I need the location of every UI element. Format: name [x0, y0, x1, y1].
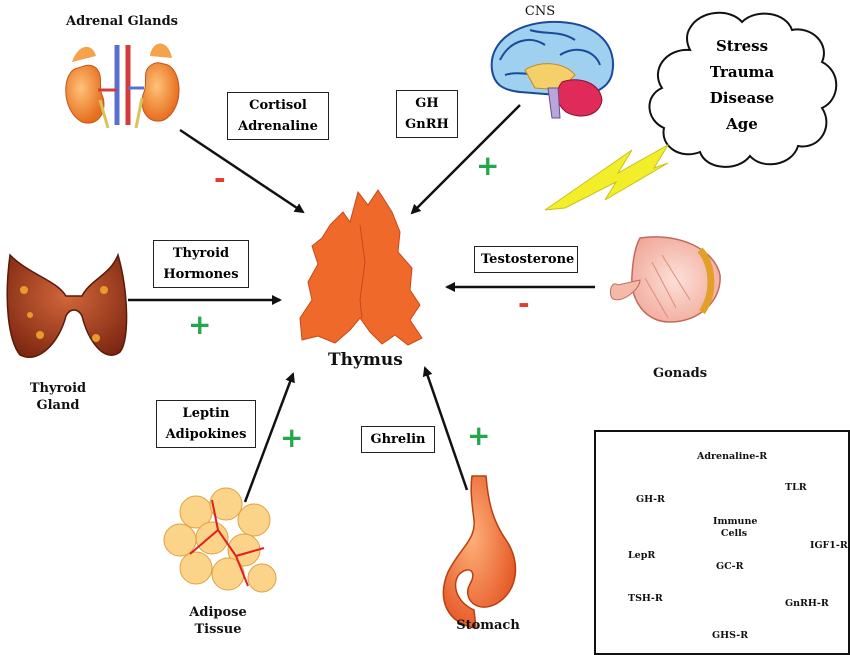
effect-adipose: +: [280, 421, 304, 454]
immune-cells-label-line2: Cells: [720, 528, 748, 539]
hormone-box-stomach: Ghrelin: [361, 426, 435, 453]
hormone-adrenaline: Adrenaline: [238, 119, 318, 134]
hormone-box-thyroid: Thyroid Hormones: [153, 240, 249, 288]
adipose-tissue-label-line1: Adipose: [189, 605, 247, 620]
thymus-label: Thymus: [328, 350, 403, 370]
gnrh-receptor-label: GnRH-R: [785, 598, 829, 609]
adipose-tissue-label-line2: Tissue: [194, 622, 242, 637]
arrow-adipose: [243, 372, 295, 503]
effect-adrenal: -: [214, 162, 226, 195]
effect-gonads: -: [518, 287, 530, 320]
igf1-receptor-label: IGF1-R: [810, 540, 848, 551]
arrow-adrenal: [179, 128, 305, 214]
thyroid-gland-label-line2: Gland: [36, 398, 80, 413]
tsh-receptor-label: TSH-R: [628, 593, 663, 604]
stress-cloud-shape: [648, 11, 838, 168]
gonads-image: [609, 236, 721, 323]
gonads-label: Gonads: [652, 366, 708, 381]
stressor-trauma: Trauma: [709, 63, 775, 81]
effect-stomach: +: [467, 419, 491, 452]
stressor-list: Stress Trauma Disease Age: [697, 33, 787, 137]
immune-cells-label-line1: Immune: [713, 516, 758, 527]
hormone-leptin: Leptin: [182, 406, 230, 421]
hormone-box-adipose: Leptin Adipokines: [156, 400, 256, 448]
cns-label: CNS: [524, 4, 556, 19]
hormone-adipokines: Adipokines: [165, 427, 247, 442]
immune-cell-inset-frame: [594, 430, 850, 655]
thyroid-gland-label: Thyroid Gland: [18, 380, 98, 414]
stomach-label: Stomach: [456, 618, 520, 633]
stomach-image: [442, 475, 517, 629]
immune-cells-label: Immune Cells: [713, 516, 758, 540]
hormone-thyroid-line1: Thyroid: [172, 246, 230, 261]
hormone-box-adrenal: Cortisol Adrenaline: [227, 92, 329, 140]
stressor-age: Age: [726, 115, 758, 133]
adrenaline-receptor-label: Adrenaline-R: [697, 451, 768, 462]
arrow-stomach: [422, 366, 469, 491]
tlr-receptor-label: TLR: [785, 482, 807, 493]
thymus-organ: [299, 189, 423, 346]
hormone-thyroid-line2: Hormones: [163, 267, 239, 282]
adipose-tissue-label: Adipose Tissue: [178, 604, 258, 638]
adipose-tissue-image: [163, 487, 277, 593]
hormone-gnrh: GnRH: [405, 117, 449, 132]
hormone-box-gonads: Testosterone: [474, 246, 578, 273]
gh-receptor-label: GH-R: [636, 494, 665, 505]
adrenal-glands-label: Adrenal Glands: [66, 14, 178, 29]
stressor-disease: Disease: [709, 89, 775, 107]
brain-image: [490, 20, 615, 119]
arrow-cns: [410, 104, 521, 215]
gc-receptor-label: GC-R: [716, 561, 744, 572]
thyroid-gland-image: [6, 252, 128, 358]
thyroid-gland-label-line1: Thyroid: [29, 381, 87, 396]
ghs-receptor-label: GHS-R: [712, 630, 749, 641]
hormone-cortisol: Cortisol: [249, 98, 307, 113]
hormone-gh: GH: [415, 96, 439, 111]
effect-thyroid: +: [188, 308, 212, 341]
stressor-stress: Stress: [715, 37, 769, 55]
lightning-bolt-icon: [544, 143, 670, 211]
adrenal-glands-image: [65, 43, 180, 129]
lep-receptor-label: LepR: [628, 550, 656, 561]
hormone-box-cns: GH GnRH: [396, 90, 458, 138]
effect-cns: +: [476, 149, 500, 182]
